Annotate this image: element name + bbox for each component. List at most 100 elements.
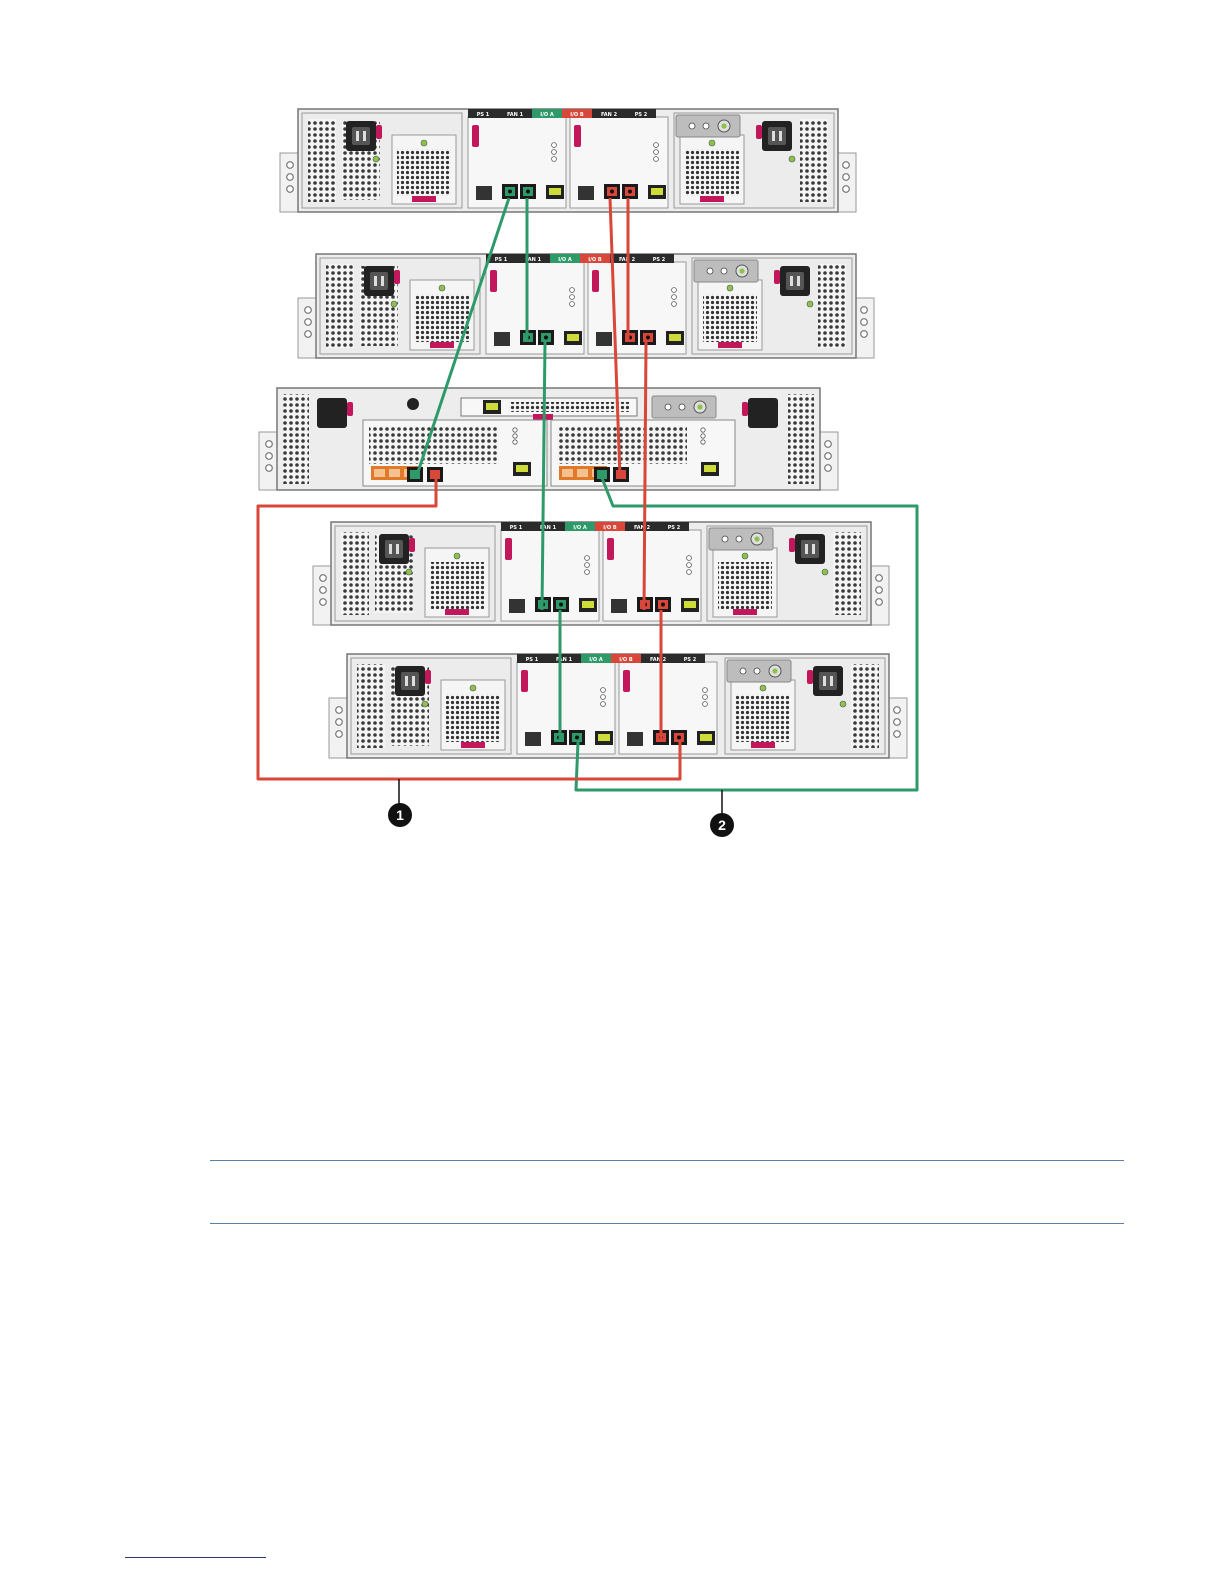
- status-led: [552, 143, 557, 148]
- service-port: [509, 599, 525, 613]
- io-latch-icon: [607, 538, 614, 560]
- release-latch-icon: [347, 402, 353, 416]
- fan-led: [470, 685, 476, 691]
- rack-ear-hole: [266, 441, 273, 448]
- rack-ear-hole: [843, 186, 850, 193]
- rack-ear-hole: [287, 174, 294, 181]
- status-led: [570, 288, 575, 293]
- status-led: [672, 295, 677, 300]
- rack-ear-hole: [876, 575, 883, 582]
- status-led: [585, 570, 590, 575]
- label-tab-text: FAN 1: [556, 657, 573, 663]
- enclosure-4: PS 1 FAN 1 I/O A I/O B FAN 2 PS 2: [329, 654, 907, 758]
- service-port: [578, 186, 594, 200]
- status-led: [687, 570, 692, 575]
- callout-number: 1: [396, 807, 404, 823]
- rack-ear-hole: [861, 331, 868, 338]
- rack-ear-hole: [861, 307, 868, 314]
- fan-handle: [445, 609, 469, 615]
- psu-led: [406, 569, 412, 575]
- psu-led: [789, 156, 795, 162]
- sas-connector: [597, 470, 607, 479]
- io-latch-icon: [521, 670, 528, 692]
- indicator-led: [707, 268, 713, 274]
- note-top-rule: [210, 1160, 1124, 1161]
- label-tab-text: I/O A: [589, 657, 603, 663]
- rack-ear-hole: [305, 319, 312, 326]
- status-led: [601, 695, 606, 700]
- status-led: [672, 302, 677, 307]
- fan-handle: [430, 342, 454, 348]
- power-socket-icon: [317, 398, 347, 428]
- release-latch-icon: [376, 125, 382, 139]
- service-port: [596, 332, 612, 346]
- service-port: [611, 599, 627, 613]
- fan-led: [439, 285, 445, 291]
- fan-vent: [446, 694, 500, 742]
- fan-handle: [751, 742, 775, 748]
- rack-ear-hole: [876, 599, 883, 606]
- status-led: [687, 556, 692, 561]
- rack-ear-hole: [894, 707, 901, 714]
- status-led: [513, 440, 517, 444]
- status-led: [570, 302, 575, 307]
- status-led: [701, 440, 705, 444]
- fan-led: [742, 553, 748, 559]
- fan-vent: [685, 149, 739, 196]
- status-led: [552, 150, 557, 155]
- rack-ear-hole: [305, 331, 312, 338]
- service-port: [627, 732, 643, 746]
- label-tab-text: PS 1: [526, 657, 539, 663]
- status-led: [585, 556, 590, 561]
- rack-ear-hole: [320, 599, 327, 606]
- fan-vent: [415, 294, 469, 342]
- fan-vent: [736, 694, 790, 742]
- rack-ear-hole: [305, 307, 312, 314]
- rack-ear-hole: [266, 465, 273, 472]
- fan-vent: [718, 562, 772, 609]
- chassis-screw: [407, 398, 419, 410]
- psu-led: [422, 701, 428, 707]
- psu-led: [840, 701, 846, 707]
- status-led: [687, 563, 692, 568]
- card-vent: [509, 402, 629, 412]
- status-led: [513, 434, 517, 438]
- indicator-led: [736, 536, 742, 542]
- service-port: [525, 732, 541, 746]
- status-led: [703, 702, 708, 707]
- release-latch-icon: [807, 670, 813, 684]
- service-port: [494, 332, 510, 346]
- release-latch-icon: [742, 402, 748, 416]
- status-led: [513, 428, 517, 432]
- io-latch-icon: [574, 125, 581, 147]
- rack-ear-hole: [266, 453, 273, 460]
- rack-ear-hole: [843, 174, 850, 181]
- status-led: [701, 434, 705, 438]
- label-tab-text: PS 2: [684, 657, 697, 663]
- cable-iob-3: [644, 342, 646, 610]
- fan-vent: [430, 562, 484, 609]
- indicator-led: [679, 404, 685, 410]
- service-port: [476, 186, 492, 200]
- enclosure-3: PS 1FAN 1I/O AI/O BFAN 2PS 2: [313, 522, 889, 625]
- fan-led: [727, 285, 733, 291]
- controller-enclosure: [259, 388, 838, 490]
- controller-vent: [557, 426, 687, 464]
- psu-led: [807, 301, 813, 307]
- indicator-led: [665, 404, 671, 410]
- rack-ear-hole: [336, 731, 343, 738]
- psu-vent: [818, 264, 846, 348]
- release-latch-icon: [425, 670, 431, 684]
- release-latch-icon: [394, 270, 400, 284]
- fan-handle: [461, 742, 485, 748]
- label-tab-text: FAN 1: [507, 112, 524, 118]
- rack-ear-hole: [320, 587, 327, 594]
- label-tab-text: FAN 2: [650, 657, 667, 663]
- label-tab-text: PS 2: [668, 525, 681, 531]
- label-tab-text: PS 1: [477, 112, 490, 118]
- label-tab-text: I/O B: [619, 657, 633, 663]
- psu-vent: [326, 264, 354, 348]
- indicator-led: [740, 668, 746, 674]
